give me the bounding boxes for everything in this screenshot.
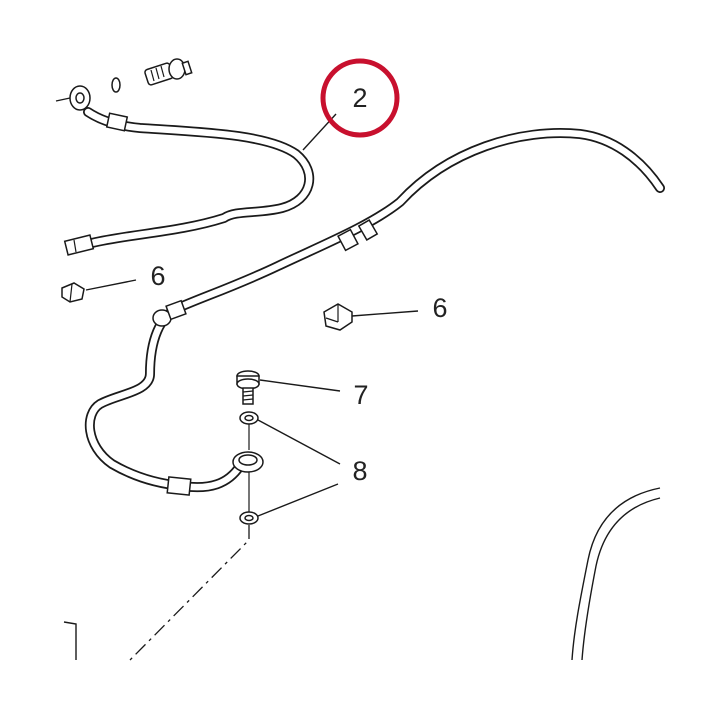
upper-banjo-fitting[interactable] bbox=[55, 85, 91, 111]
sealing-washer-8-upper[interactable] bbox=[239, 411, 259, 425]
brake-hose-main[interactable] bbox=[84, 128, 665, 496]
centerline-dashed bbox=[129, 525, 250, 661]
callout-7[interactable]: 7 bbox=[353, 380, 368, 410]
partial-hose-right bbox=[571, 487, 661, 661]
callout-2[interactable]: 2 bbox=[352, 83, 367, 113]
upper-banjo-bolt[interactable] bbox=[144, 58, 193, 86]
callout-2-highlight-ring bbox=[320, 58, 400, 138]
upper-washer[interactable] bbox=[111, 77, 121, 93]
leader-8-lower bbox=[257, 483, 339, 517]
hose-clip-6-left[interactable] bbox=[61, 282, 85, 303]
brake-hose-2[interactable] bbox=[63, 107, 315, 256]
callout-8[interactable]: 8 bbox=[352, 456, 367, 486]
hose-clip-6-right[interactable] bbox=[323, 303, 353, 331]
banjo-bolt-7[interactable] bbox=[236, 370, 260, 405]
leader-7 bbox=[259, 379, 341, 392]
leader-6-left bbox=[85, 279, 137, 291]
callout-6-right[interactable]: 6 bbox=[432, 293, 447, 323]
sealing-washer-8-lower[interactable] bbox=[239, 511, 259, 525]
callout-6-left[interactable]: 6 bbox=[150, 261, 165, 291]
partial-bracket-left bbox=[63, 621, 77, 660]
leader-6-right bbox=[351, 310, 419, 317]
lower-banjo-eye[interactable] bbox=[232, 451, 264, 473]
leader-8-upper bbox=[257, 419, 341, 465]
